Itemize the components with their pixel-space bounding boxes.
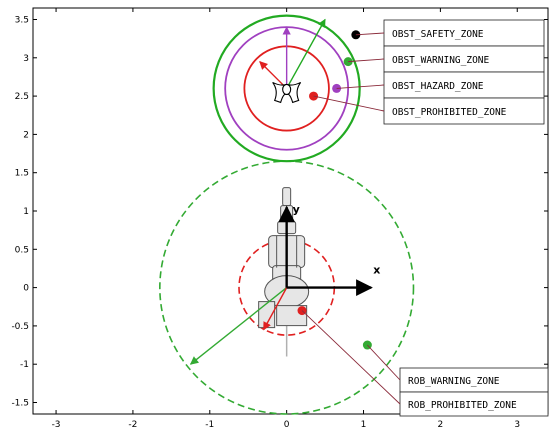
callout-label: ROB_WARNING_ZONE bbox=[408, 376, 500, 387]
callout-label: ROB_PROHIBITED_ZONE bbox=[408, 400, 517, 411]
y-tick-label: -0.5 bbox=[11, 322, 29, 332]
y-tick-label: 1 bbox=[23, 207, 29, 217]
robot-arm-icon bbox=[258, 187, 310, 329]
robot-axis-label: x bbox=[373, 264, 380, 277]
callout-leader-line bbox=[355, 32, 385, 36]
callout-leader-line bbox=[336, 84, 385, 89]
x-tick-label: 0 bbox=[284, 420, 290, 430]
callout-label: OBST_PROHIBITED_ZONE bbox=[392, 107, 507, 118]
obstacle-zone-radius-arrow bbox=[286, 18, 326, 89]
x-tick-label: -1 bbox=[205, 420, 214, 430]
robot-zone-radius-arrow bbox=[262, 287, 288, 331]
y-tick-label: 0.5 bbox=[15, 245, 29, 255]
x-tick-label: -3 bbox=[52, 420, 61, 430]
y-tick-label: 2 bbox=[23, 130, 29, 140]
obstacle-zone-radius-arrow bbox=[259, 61, 288, 89]
callout-box bbox=[383, 19, 545, 47]
callout-leader-line bbox=[301, 310, 401, 405]
callout-leader-line bbox=[367, 344, 401, 381]
callout-label: OBST_WARNING_ZONE bbox=[392, 55, 490, 66]
x-tick-label: -2 bbox=[128, 420, 137, 430]
legend-callouts: OBST_SAFETY_ZONE OBST_WARNING_ZONE OBST_HA… bbox=[301, 19, 549, 417]
callout-label: OBST_HAZARD_ZONE bbox=[392, 81, 484, 92]
y-tick-label: 3.5 bbox=[15, 15, 29, 25]
y-tick-label: 3 bbox=[23, 54, 29, 64]
y-tick-label: 0 bbox=[23, 284, 29, 294]
x-tick-label: 1 bbox=[361, 420, 367, 430]
human-figure-icon bbox=[272, 81, 302, 104]
y-tick-label: -1.5 bbox=[11, 399, 29, 409]
axis-ticks: -3 -2 -1 0 1 2 3 -1.5 -1 -0.5 0 0.5 1 1.5 2 2.5 3 3.5 bbox=[11, 8, 548, 430]
callout-label: OBST_SAFETY_ZONE bbox=[392, 29, 484, 40]
x-tick-label: 2 bbox=[438, 420, 444, 430]
y-tick-label: 2.5 bbox=[15, 92, 29, 102]
callout-box bbox=[399, 391, 549, 417]
x-tick-label: 3 bbox=[514, 420, 520, 430]
obstacle-zone-circle bbox=[212, 14, 361, 163]
callout-leader-line bbox=[313, 95, 385, 112]
robot-zone-radius-arrow bbox=[189, 287, 288, 365]
y-tick-label: 1.5 bbox=[15, 169, 29, 179]
robot-axis-label: y bbox=[293, 203, 300, 216]
y-tick-label: -1 bbox=[20, 360, 29, 370]
callout-leader-line bbox=[348, 58, 385, 63]
callout-box bbox=[383, 71, 545, 99]
callout-box bbox=[399, 367, 549, 393]
